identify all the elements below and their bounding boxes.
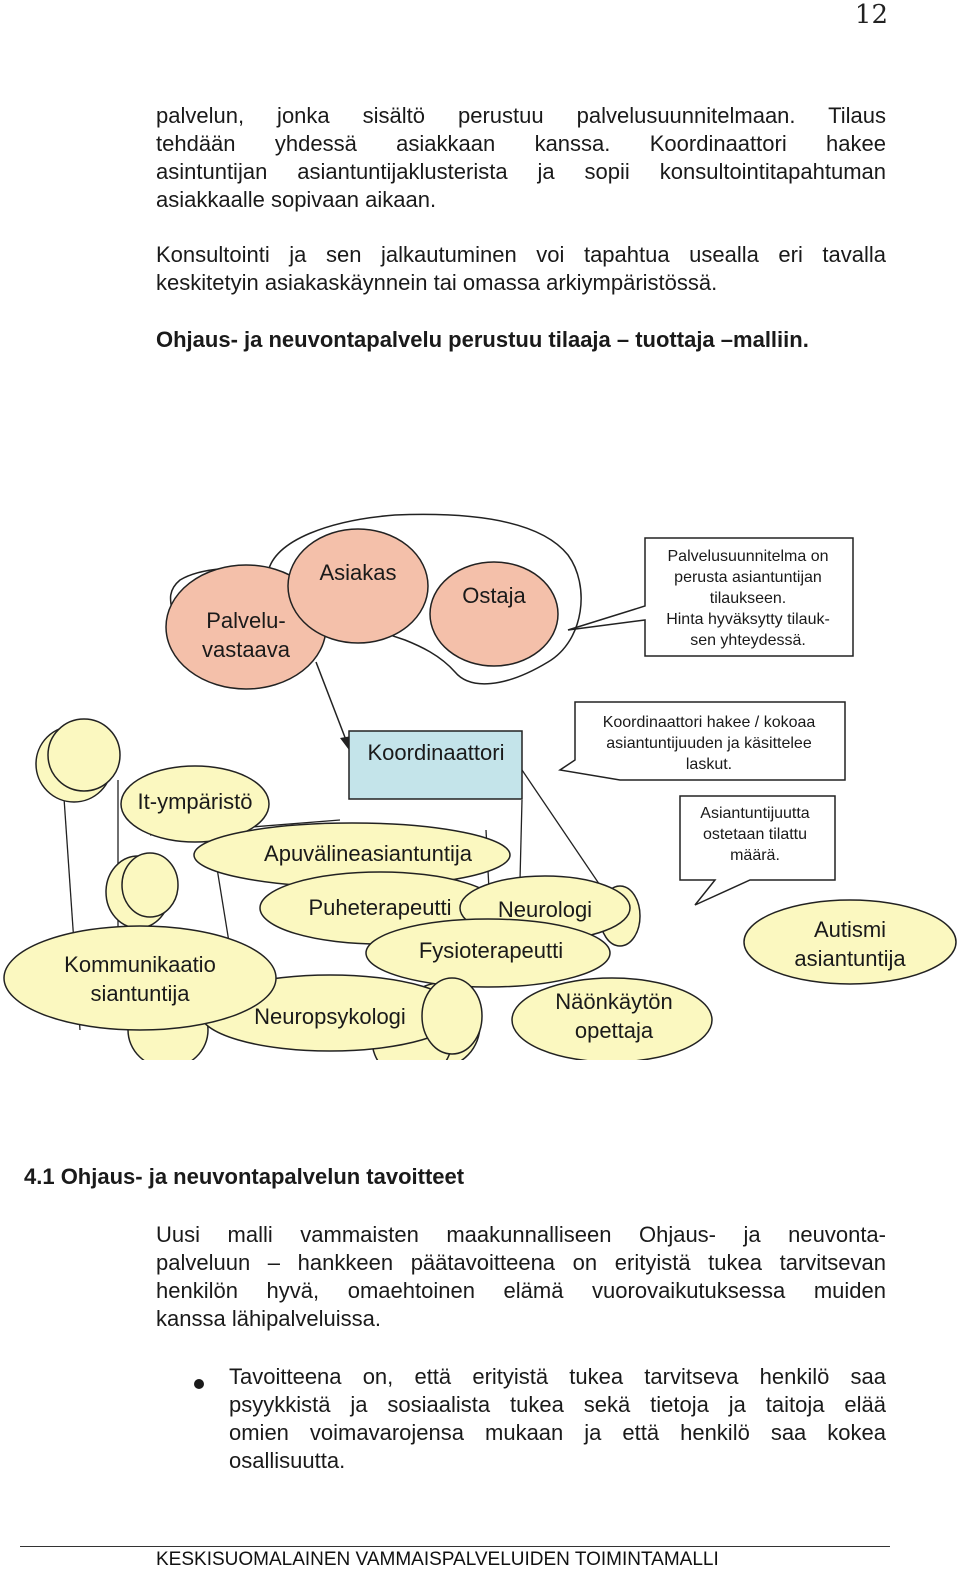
plan-callout [567, 537, 854, 657]
coordinator-callout-line: asiantuntijuuden ja käsittelee [606, 735, 812, 752]
coordinator-callout-line: laskut. [686, 756, 732, 773]
bullet-dot-icon [194, 1379, 204, 1389]
naonkaytto-ellipse [511, 977, 713, 1060]
naonkaytto-label-2: opettaja [575, 1018, 654, 1043]
text-line: palvelun, jonka sisältö perustuu palvelu… [156, 103, 886, 128]
model-statement: Ohjaus- ja neuvontapalvelu perustuu tila… [156, 327, 809, 352]
apuvalineasiantuntija-label: Apuvälineasiantuntija [264, 841, 473, 866]
ordered-callout-line: Asiantuntijuutta [700, 805, 810, 822]
section-heading: 4.1 Ohjaus- ja neuvontapalvelun tavoitte… [24, 1164, 465, 1189]
coordinator-callout-line: Koordinaattori hakee / kokoaa [603, 714, 816, 731]
text-line: psyykkistä ja sosiaalista tukea sekä tie… [229, 1392, 886, 1417]
small-circle [421, 977, 483, 1055]
coordinator-callout [558, 701, 846, 781]
palveluvastaava-label-2: vastaava [202, 637, 291, 662]
asiakas-label: Asiakas [319, 560, 396, 585]
autismi-label-2: asiantuntija [794, 946, 906, 971]
small-circle [47, 718, 121, 792]
neuropsykologi-label: Neuropsykologi [254, 1004, 406, 1029]
koordinaattori-label: Koordinaattori [368, 740, 505, 765]
text-line: Uusi malli vammaisten maakunnalliseen Oh… [156, 1222, 886, 1247]
ordered-callout [679, 795, 836, 906]
puheterapeutti-label: Puheterapeutti [308, 895, 451, 920]
neurologi-label: Neurologi [498, 897, 592, 922]
text-line: Konsultointi ja sen jalkautuminen voi ta… [156, 242, 886, 267]
ordered-callout-line: määrä. [730, 847, 780, 864]
footer-divider [20, 1546, 890, 1547]
fysioterapeutti-label: Fysioterapeutti [419, 938, 563, 963]
plan-callout-line: sen yhteydessä. [690, 632, 806, 649]
ostaja-circle [429, 561, 559, 667]
autismi-label-1: Autismi [814, 917, 886, 942]
fysioterapeutti-ellipse [365, 918, 611, 988]
naonkaytto-label-1: Näönkäytön [555, 989, 672, 1014]
kommunikaatio-ellipse [3, 925, 277, 1031]
connector-line [519, 799, 523, 881]
text-line: osallisuutta. [229, 1448, 346, 1473]
connector-line [521, 769, 611, 901]
ordered-callout-line: ostetaan tilattu [703, 826, 807, 843]
ostaja-label: Ostaja [462, 583, 526, 608]
plan-callout-line: perusta asiantuntijan [674, 569, 822, 586]
asiakas-circle [287, 528, 429, 644]
page-number: 12 [854, 0, 888, 30]
text-line: tehdään yhdessä asiakkaan kanssa. Koordi… [156, 131, 886, 156]
plan-callout-line: Hinta hyväksytty tilauk- [666, 611, 830, 628]
plan-callout-line: Palvelusuunnitelma on [668, 548, 829, 565]
text-line: omien voimavarojensa mukaan ja että henk… [229, 1420, 886, 1445]
koordinaattori-box [348, 730, 523, 800]
plan-callout-line: tilaukseen. [710, 590, 787, 607]
footer-text: KESKISUOMALAINEN VAMMAISPALVELUIDEN TOIM… [156, 1549, 719, 1570]
intro-paragraph: palvelun, jonka sisältö perustuu palvelu… [156, 102, 886, 214]
it-ymparisto-ellipse [120, 765, 270, 843]
text-line: asiakkaalle sopivaan aikaan. [156, 187, 437, 212]
service-model-diagram: Palvelu- vastaava Asiakas Ostaja Palvelu… [3, 513, 957, 1060]
goal-bullet: Tavoitteena on, että erityistä tukea tar… [229, 1363, 886, 1475]
text-line: Tavoitteena on, että erityistä tukea tar… [229, 1364, 886, 1389]
order-arrow-line [315, 661, 347, 741]
consultation-paragraph: Konsultointi ja sen jalkautuminen voi ta… [156, 241, 886, 297]
kommunikaatio-label-1: Kommunikaatio [64, 952, 216, 977]
text-line: asintuntijan asiantuntijaklusterista ja … [156, 159, 886, 184]
palveluvastaava-label-1: Palvelu- [206, 608, 285, 633]
it-ymparisto-label: It-ympäristö [138, 789, 253, 814]
small-circle [121, 852, 179, 918]
text-line: henkilön hyvä, omaehtoinen elämä vuorova… [156, 1278, 886, 1303]
autismi-ellipse [743, 899, 957, 985]
text-line: keskitetyin asiakaskäynnein tai omassa a… [156, 270, 718, 295]
goal-paragraph: Uusi malli vammaisten maakunnalliseen Oh… [156, 1221, 886, 1333]
kommunikaatio-label-2: siantuntija [90, 981, 190, 1006]
text-line: kanssa lähipalveluissa. [156, 1306, 382, 1331]
text-line: palveluun – hankkeen päätavoitteena on e… [156, 1250, 886, 1275]
